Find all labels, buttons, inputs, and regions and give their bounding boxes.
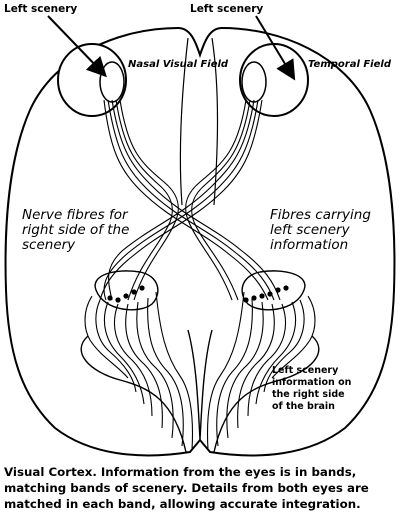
- right-cortex-bands: [207, 291, 316, 451]
- temporal-field-label: Temporal Field: [308, 59, 391, 70]
- right-occipital-outline: [213, 335, 320, 453]
- left-geniculate: [94, 270, 159, 311]
- figure-caption: Visual Cortex. Information from the eyes…: [4, 465, 369, 511]
- right-eye: [239, 43, 309, 117]
- left-occipital-outline: [80, 335, 187, 453]
- left-scenery-arrow-right: [255, 15, 296, 81]
- left-scenery-label-left: Left scenery: [4, 3, 78, 15]
- left-cortex-bands: [84, 291, 193, 451]
- brain-midline: [179, 37, 189, 206]
- left-scenery-arrow-left: [47, 15, 107, 78]
- fibres-carrying-label: Fibres carrying left scenery information: [270, 207, 371, 253]
- left-scenery-label-right: Left scenery: [190, 3, 264, 15]
- occipital-fissure: [187, 329, 213, 441]
- left-eye-fibres: [103, 99, 281, 301]
- left-eye: [57, 43, 127, 117]
- right-geniculate: [241, 270, 306, 311]
- brain-outline: [4, 26, 396, 457]
- nerve-fibres-label: Nerve fibres for right side of the scene…: [22, 207, 130, 253]
- nasal-visual-field-label: Nasal Visual Field: [128, 59, 229, 70]
- brain-midline-right: [211, 37, 219, 206]
- left-scenery-info-label: Left scenery information on the right si…: [272, 365, 352, 412]
- right-eye-fibres: [99, 99, 263, 301]
